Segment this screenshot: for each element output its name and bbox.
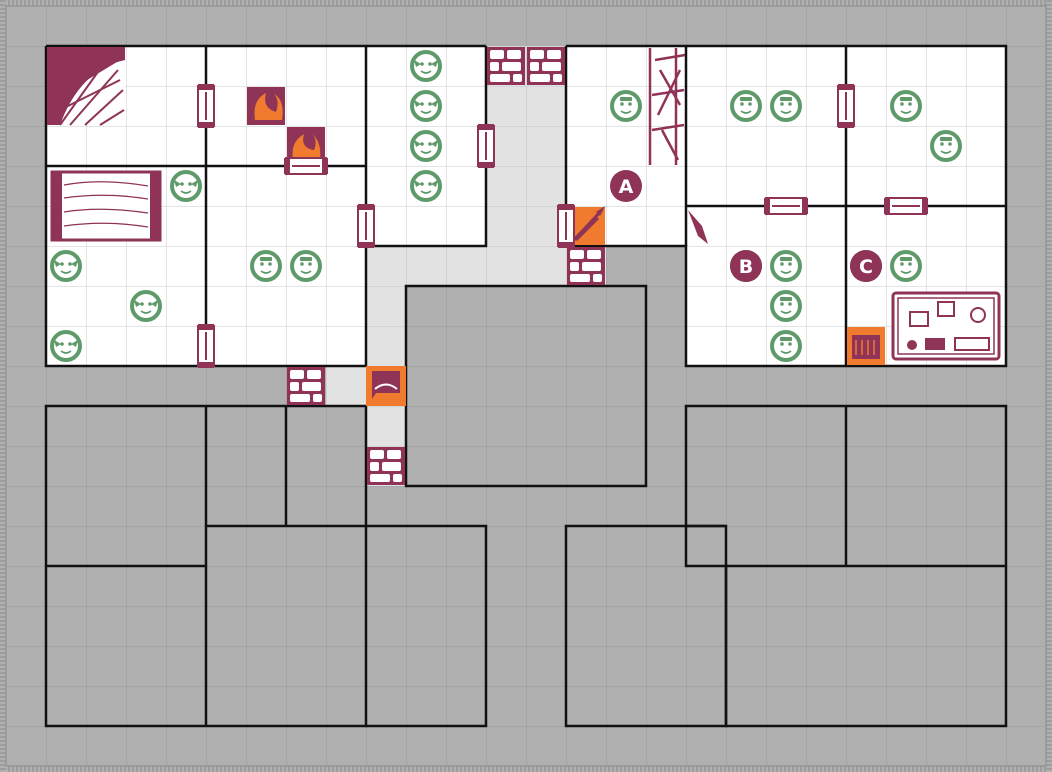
door-icon[interactable] [837, 84, 855, 128]
door-icon[interactable] [884, 197, 928, 215]
marker-b[interactable]: B [730, 250, 762, 282]
door-icon[interactable] [557, 204, 575, 248]
board-edge-right [1046, 0, 1052, 772]
marker-letter: B [739, 256, 753, 278]
room-ne-top [686, 46, 846, 206]
goblin-icon[interactable] [168, 168, 204, 204]
orc-icon[interactable] [728, 88, 764, 124]
board-edge-bottom [0, 766, 1052, 772]
board-edge-top [0, 0, 1052, 6]
chest-icon [847, 327, 885, 365]
orc-icon[interactable] [248, 248, 284, 284]
goblin-icon[interactable] [128, 288, 164, 324]
rubble-tile [527, 47, 565, 85]
orc-icon[interactable] [888, 248, 924, 284]
fire-trap-icon [247, 87, 285, 125]
rubble-tile [287, 367, 325, 405]
board-edge-left [0, 0, 6, 772]
goblin-icon[interactable] [408, 128, 444, 164]
stairway-icon [366, 366, 406, 406]
rubble-layer [287, 47, 605, 485]
rubble-tile [487, 47, 525, 85]
door-icon[interactable] [477, 124, 495, 168]
orc-icon[interactable] [768, 248, 804, 284]
monster-layer [48, 48, 964, 364]
alchemist-bench-icon [891, 291, 1001, 361]
door-layer [197, 84, 928, 368]
door-icon[interactable] [764, 197, 808, 215]
table-icon [50, 170, 162, 242]
door-icon[interactable] [197, 84, 215, 128]
walls [44, 44, 1008, 728]
door-icon[interactable] [197, 324, 215, 368]
room-fire [206, 46, 366, 166]
goblin-icon[interactable] [48, 328, 84, 364]
goblin-icon[interactable] [408, 168, 444, 204]
marker-letter: C [859, 256, 873, 278]
room-marker-b [686, 206, 846, 366]
goblin-icon[interactable] [48, 248, 84, 284]
marker-a[interactable]: A [610, 170, 642, 202]
marker-layer: A B C [610, 170, 882, 282]
sword-icon [688, 210, 708, 244]
orc-icon[interactable] [768, 328, 804, 364]
rubble-tile [567, 247, 605, 285]
orc-icon[interactable] [768, 88, 804, 124]
goblin-icon[interactable] [408, 88, 444, 124]
orc-icon[interactable] [608, 88, 644, 124]
room-center-left [206, 166, 366, 366]
orc-icon[interactable] [768, 288, 804, 324]
orc-icon[interactable] [888, 88, 924, 124]
door-icon[interactable] [357, 204, 375, 248]
throne-icon [47, 47, 125, 126]
rubble-tile [367, 447, 405, 485]
marker-letter: A [619, 176, 634, 198]
weapon-rack-icon [648, 48, 686, 165]
marker-c[interactable]: C [850, 250, 882, 282]
orc-icon[interactable] [928, 128, 964, 164]
room-far-ne [846, 46, 1006, 206]
orc-icon[interactable] [288, 248, 324, 284]
board-frame [5, 5, 1047, 767]
door-icon[interactable] [284, 157, 328, 175]
goblin-icon[interactable] [408, 48, 444, 84]
